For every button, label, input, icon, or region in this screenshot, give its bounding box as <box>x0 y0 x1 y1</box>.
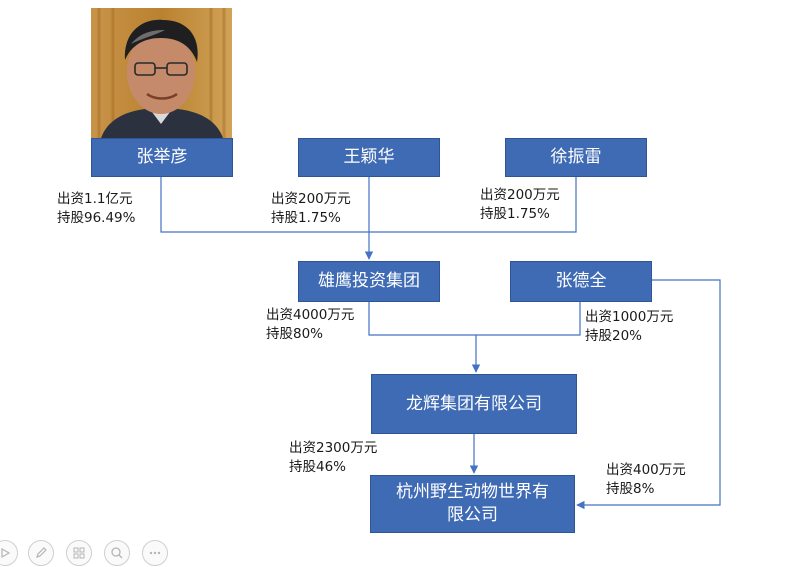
node-xiongying-investment: 雄鹰投资集团 <box>298 261 440 302</box>
investment-text: 出资4000万元 <box>266 307 355 323</box>
edge-label-wang-yinghua: 出资200万元 持股1.75% <box>271 190 351 228</box>
investment-text: 出资400万元 <box>606 462 686 478</box>
share-text: 持股80% <box>266 326 324 342</box>
node-wang-yinghua: 王颖华 <box>298 138 440 177</box>
edge-label-xu-zhenlei: 出资200万元 持股1.75% <box>480 186 560 224</box>
investment-text: 出资2300万元 <box>289 440 378 456</box>
node-label: 张德全 <box>555 271 607 292</box>
share-text: 持股1.75% <box>480 206 550 222</box>
edge-label-zhang-dequan-longhui: 出资1000万元 持股20% <box>585 308 673 346</box>
edge-label-xiongying: 出资4000万元 持股80% <box>266 306 354 344</box>
node-label: 龙辉集团有限公司 <box>406 393 542 414</box>
share-text: 持股46% <box>289 459 347 475</box>
investment-text: 出资1000万元 <box>585 309 674 325</box>
edge-label-longhui: 出资2300万元 持股46% <box>289 439 377 477</box>
edge-label-zhang-juyan: 出资1.1亿元 持股96.49% <box>57 190 135 228</box>
investment-text: 出资1.1亿元 <box>57 191 133 207</box>
share-text: 持股1.75% <box>271 210 341 226</box>
node-label: 徐振雷 <box>550 147 602 168</box>
share-text: 持股20% <box>585 328 643 344</box>
share-text: 持股96.49% <box>57 210 136 226</box>
portrait-photo <box>91 8 232 138</box>
edge-zhang-dequan-longhui <box>476 302 581 336</box>
share-text: 持股8% <box>606 481 655 497</box>
more-icon[interactable] <box>142 540 168 566</box>
node-label-line1: 杭州野生动物世界有 <box>396 482 549 503</box>
edge-xiongying-longhui <box>368 302 476 336</box>
edge-zhang-dequan-hangzhou <box>576 279 721 510</box>
investment-text: 出资200万元 <box>271 191 351 207</box>
edge-zhang-juyan-xiongying <box>160 177 369 233</box>
node-zhang-dequan: 张德全 <box>510 261 652 302</box>
node-label: 张举彦 <box>136 147 188 168</box>
node-label: 雄鹰投资集团 <box>318 271 420 292</box>
node-xu-zhenlei: 徐振雷 <box>505 138 647 177</box>
node-longhui-group: 龙辉集团有限公司 <box>371 374 577 434</box>
node-zhang-juyan: 张举彦 <box>91 138 233 177</box>
investment-text: 出资200万元 <box>480 187 560 203</box>
node-hangzhou-wildlife: 杭州野生动物世界有 限公司 <box>370 475 575 533</box>
node-label-line2: 限公司 <box>447 505 498 525</box>
zoom-icon[interactable] <box>104 540 130 566</box>
pen-icon[interactable] <box>28 540 54 566</box>
edge-label-zhang-dequan-hangzhou: 出资400万元 持股8% <box>606 461 686 499</box>
edge-xu-zhenlei-xiongying <box>369 177 577 233</box>
slides-icon[interactable] <box>66 540 92 566</box>
node-label: 王颖华 <box>343 147 395 168</box>
